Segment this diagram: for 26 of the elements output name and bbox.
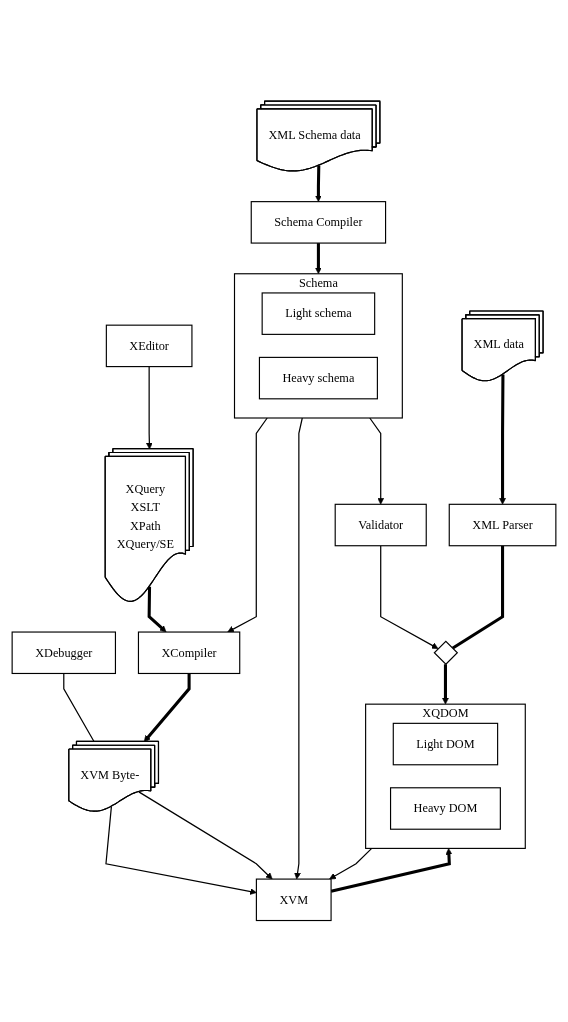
- node-box: Light schema: [261, 292, 376, 336]
- node-diamond: [433, 640, 459, 666]
- arrow: [329, 847, 373, 880]
- node-box: Schema Compiler: [250, 201, 387, 244]
- node-box: XVM: [255, 878, 332, 922]
- arrow: [380, 545, 439, 650]
- node-box: XEditor: [105, 324, 193, 368]
- node-box: Light DOM: [392, 722, 499, 766]
- arrow: [227, 417, 268, 633]
- arrow: [442, 664, 449, 705]
- arrow: [105, 806, 257, 895]
- arrow: [330, 848, 453, 893]
- node-box: Validator: [334, 503, 427, 547]
- arrow: [294, 417, 303, 880]
- node-box: Heavy schema: [258, 357, 378, 400]
- arrow: [315, 165, 322, 203]
- node-box: XCompiler: [137, 631, 241, 675]
- arrow: [147, 586, 167, 633]
- arrow: [499, 374, 506, 505]
- arrow: [369, 417, 385, 505]
- arrow: [138, 791, 273, 880]
- arrow: [315, 243, 322, 275]
- node-box: XML Parser: [448, 503, 557, 547]
- connector: [451, 545, 505, 650]
- node-box: Heavy DOM: [390, 787, 501, 830]
- node-box: XDebugger: [11, 631, 116, 675]
